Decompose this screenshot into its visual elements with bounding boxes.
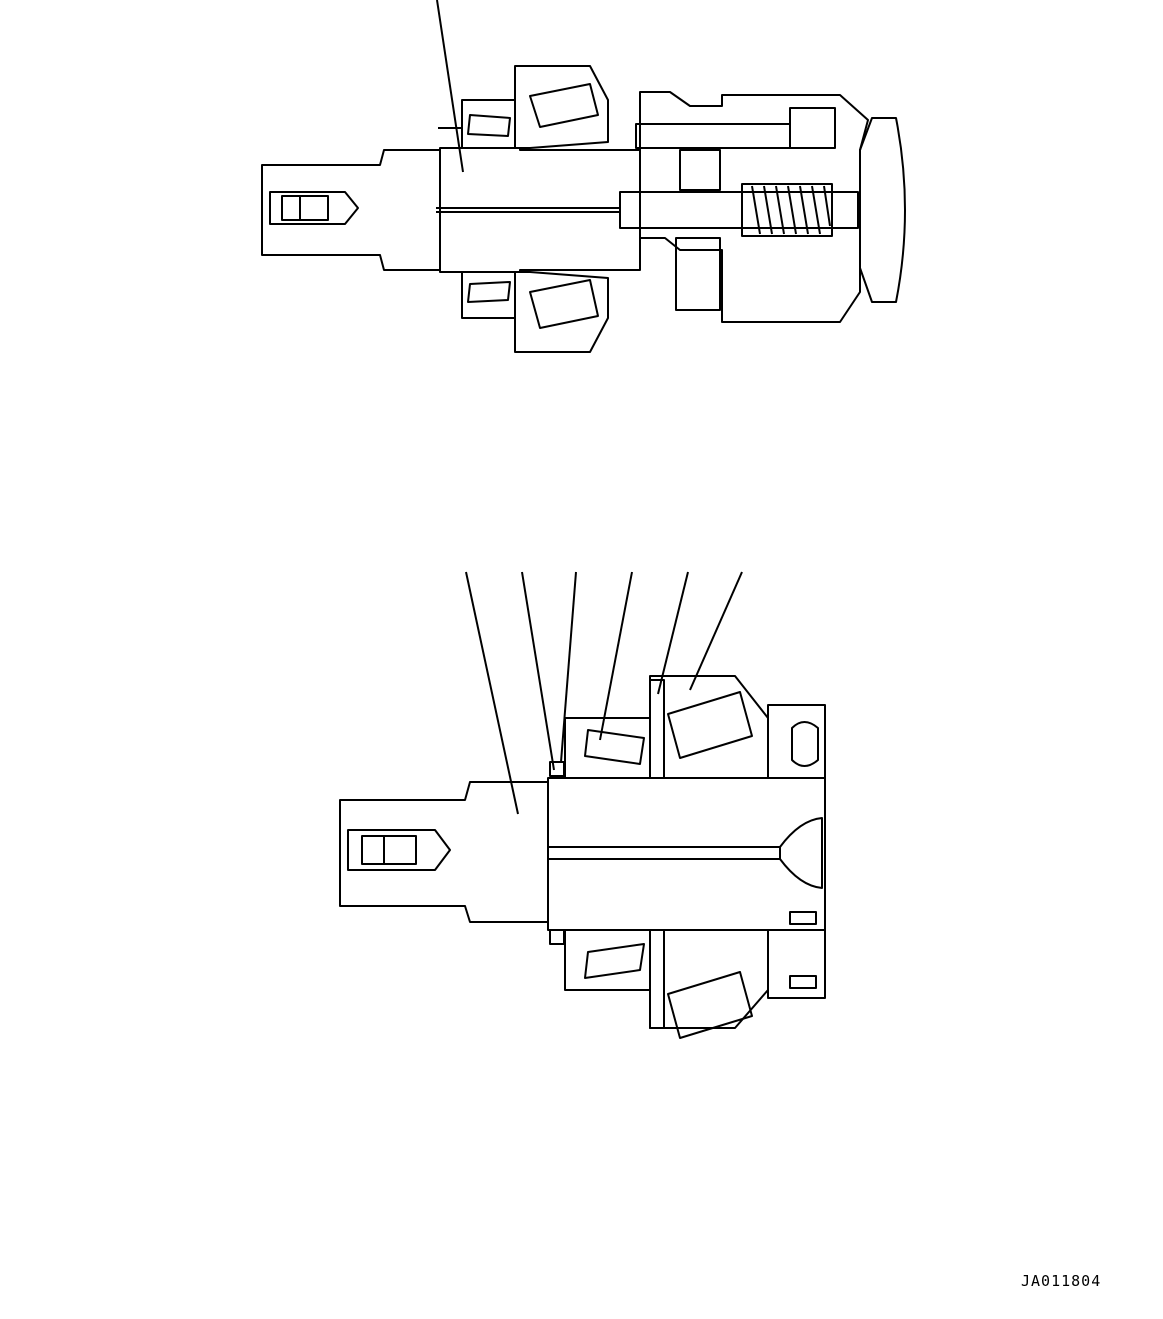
- top-end-cap: [859, 117, 906, 303]
- top-valve-housing: [619, 91, 869, 323]
- bottom-upper-bearings: [549, 675, 769, 779]
- bottom-main-shaft: [547, 777, 826, 931]
- bottom-leader-lines: [465, 571, 743, 815]
- figure-reference-code: JA011804: [1021, 1272, 1102, 1290]
- bottom-view-assembly: [339, 571, 826, 1039]
- top-upper-bearings: [438, 65, 609, 149]
- top-lower-bearings: [461, 271, 609, 353]
- top-main-shaft: [436, 147, 641, 273]
- bottom-lower-bearings: [549, 929, 769, 1039]
- top-shaft-end: [261, 149, 441, 271]
- top-view-assembly: [261, 0, 906, 353]
- top-leader-line: [436, 0, 464, 173]
- bottom-flange-housing: [767, 704, 826, 999]
- top-spring: [741, 183, 833, 237]
- bottom-shaft-end: [339, 781, 549, 923]
